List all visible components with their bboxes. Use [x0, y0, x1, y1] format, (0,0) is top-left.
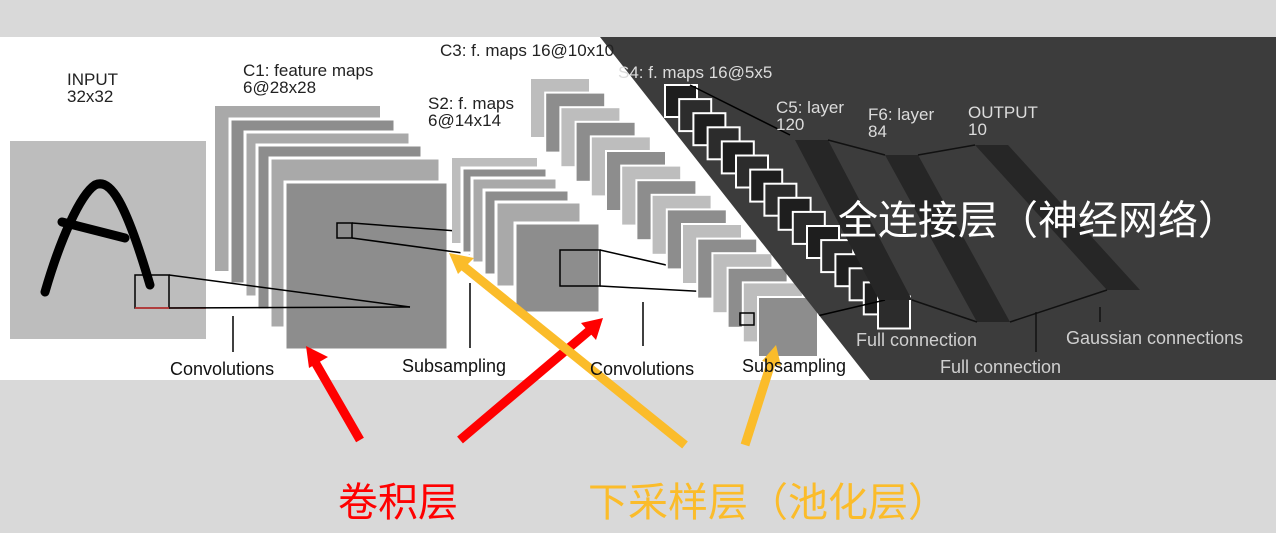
c5-label: C5: layer 120 [776, 98, 845, 134]
c3-feature-maps [529, 77, 819, 358]
full-connection-label-1: Full connection [856, 330, 978, 350]
f6-label: F6: layer 84 [868, 105, 935, 141]
full-connection-label-2: Full connection [940, 357, 1062, 377]
pool-arrow-1 [459, 261, 688, 449]
conv-layer-annotation: 卷积层 [338, 480, 458, 526]
subsampling-label-1: Subsampling [402, 356, 507, 376]
handwritten-letter-stroke [40, 179, 155, 297]
gaussian-connections-label: Gaussian connections [1066, 328, 1244, 348]
handwritten-letter-bar [57, 217, 130, 243]
fully-connected-section [664, 84, 1140, 352]
convolutions-label-1: Convolutions [170, 359, 275, 379]
s4-map-16 [877, 295, 911, 330]
fully-connected-annotation: 全连接层（神经网络） [838, 198, 1238, 244]
c1-feature-maps [215, 106, 450, 352]
pool-arrow-2 [740, 358, 777, 447]
c3-map-16 [757, 296, 819, 358]
pool-arrows [449, 253, 781, 449]
c5-layer-bar [795, 140, 912, 300]
output-label: OUTPUT 10 [968, 103, 1038, 139]
input-image [10, 141, 206, 339]
subsampling-label-2: Subsampling [742, 356, 847, 376]
f6-layer-bar [885, 155, 1010, 322]
input-label: INPUT 32x32 [67, 70, 118, 106]
c1-label: C1: feature maps 6@28x28 [243, 61, 374, 97]
output-layer-bar [975, 145, 1140, 290]
s2-feature-maps [452, 158, 602, 315]
pooling-layer-annotation: 下采样层（池化层） [588, 480, 948, 526]
s2-label: S2: f. maps 6@14x14 [428, 94, 514, 130]
s4-label: S4: f. maps 16@5x5 [618, 63, 773, 82]
c3-label: C3: f. maps 16@10x10 [440, 41, 615, 60]
conv-arrow-1 [311, 359, 364, 443]
convolutions-label-2: Convolutions [590, 359, 695, 379]
